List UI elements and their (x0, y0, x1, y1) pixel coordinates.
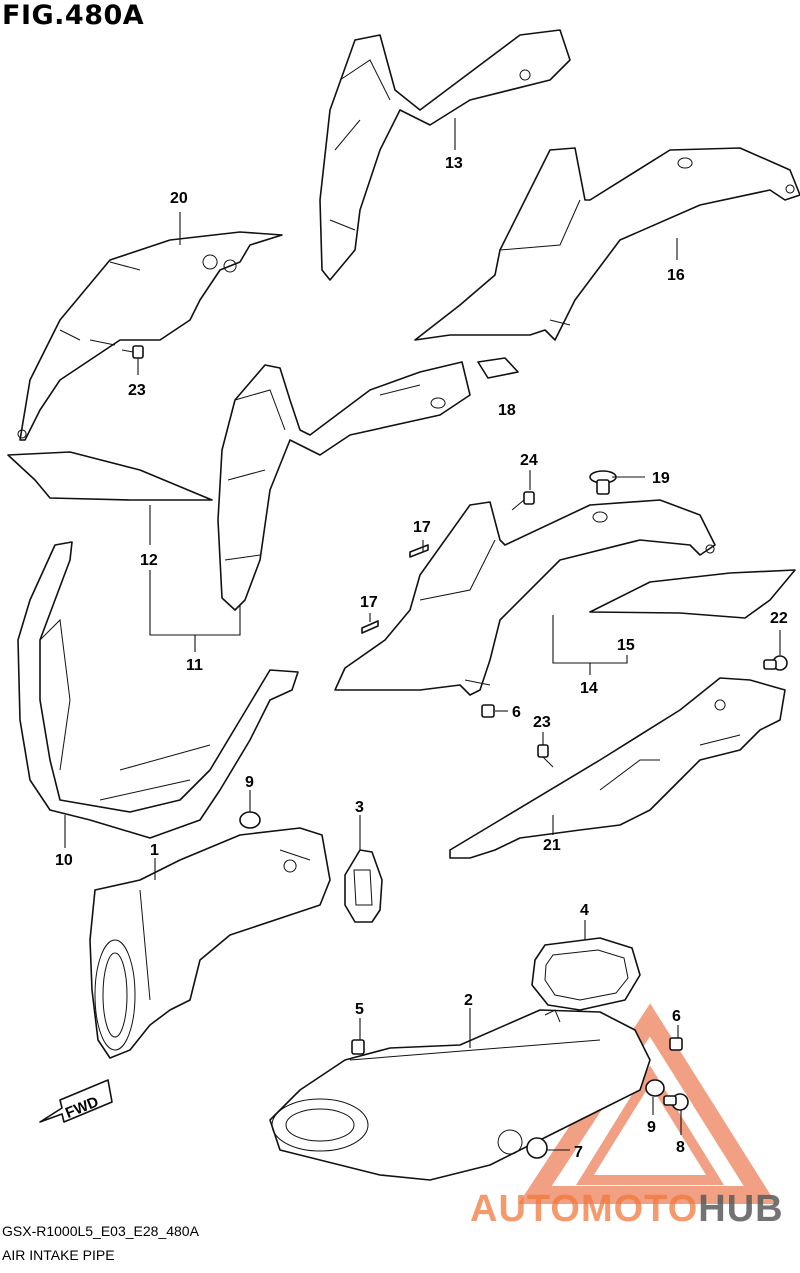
part-number-23b: 23 (533, 714, 551, 731)
part-14-shape (334, 499, 716, 696)
part-number-24: 24 (520, 452, 538, 469)
part-number-17b: 17 (360, 594, 378, 611)
leader-lines (64, 118, 781, 1151)
part-12-shape (7, 451, 213, 501)
part-11-shape (217, 361, 471, 611)
part-number-21: 21 (543, 837, 561, 854)
part-number-20: 20 (170, 190, 188, 207)
part-3-seal (344, 849, 383, 923)
part-number-6a: 6 (512, 704, 521, 721)
part-number-9b: 9 (647, 1119, 656, 1136)
part-8-bolt (663, 1093, 689, 1111)
part-5-clip (351, 1039, 365, 1055)
part-numbers: 13 16 20 23 18 12 11 24 19 17 17 15 14 2… (55, 155, 788, 1161)
part-number-14: 14 (580, 680, 598, 697)
part-24-screw (511, 491, 535, 511)
part-number-17a: 17 (413, 519, 431, 536)
part-4-ring (531, 937, 641, 1011)
part-number-1: 1 (150, 842, 159, 859)
part-number-8: 8 (676, 1139, 685, 1156)
part-number-13: 13 (445, 155, 463, 172)
part-number-19: 19 (652, 470, 670, 487)
watermark-part1: AUTOMOTO (470, 1188, 699, 1230)
part-15-shape (589, 569, 796, 619)
fwd-arrow-icon: FWD (39, 1079, 113, 1123)
part-number-22: 22 (770, 610, 788, 627)
part-number-18: 18 (498, 402, 516, 419)
watermark-part2: HUB (698, 1188, 784, 1230)
part-17a-strip (409, 544, 429, 558)
watermark-text: AUTOMOTOHUB (470, 1188, 784, 1231)
diagram-code: GSX-R1000L5_E03_E28_480A (2, 1223, 199, 1239)
part-number-6b: 6 (672, 1008, 681, 1025)
part-number-4: 4 (580, 902, 589, 919)
diagram-name: AIR INTAKE PIPE (2, 1247, 115, 1263)
part-number-23a: 23 (128, 382, 146, 399)
part-number-5: 5 (355, 1001, 364, 1018)
part-20-shape (17, 231, 283, 441)
part-2-pipe (269, 1009, 651, 1181)
part-number-16: 16 (667, 267, 685, 284)
part-7-grommet (526, 1137, 548, 1159)
part-number-10: 10 (55, 852, 73, 869)
part-10-shape (17, 541, 299, 839)
part-16-shape (414, 147, 800, 341)
figure-title: FIG.480A (2, 0, 145, 31)
part-number-11: 11 (186, 657, 203, 674)
part-23b-screw (537, 744, 554, 768)
part-number-2: 2 (464, 992, 473, 1009)
part-6b-clip (669, 1037, 683, 1051)
part-19-clip (589, 470, 617, 495)
part-21-shape (449, 677, 786, 859)
part-18-shape (477, 357, 519, 379)
part-9b-grommet (645, 1079, 665, 1097)
part-9a-grommet (239, 811, 261, 829)
part-number-3: 3 (355, 799, 364, 816)
part-17b-strip (361, 620, 379, 634)
part-number-7: 7 (574, 1144, 583, 1161)
part-number-9a: 9 (245, 774, 254, 791)
part-22-bolt (763, 655, 788, 671)
part-1-duct (89, 827, 331, 1059)
part-number-15: 15 (617, 637, 635, 654)
part-13-shape (319, 29, 571, 281)
part-6a-clip (481, 704, 495, 718)
part-number-12: 12 (140, 552, 158, 569)
part-23a-screw (121, 345, 144, 359)
